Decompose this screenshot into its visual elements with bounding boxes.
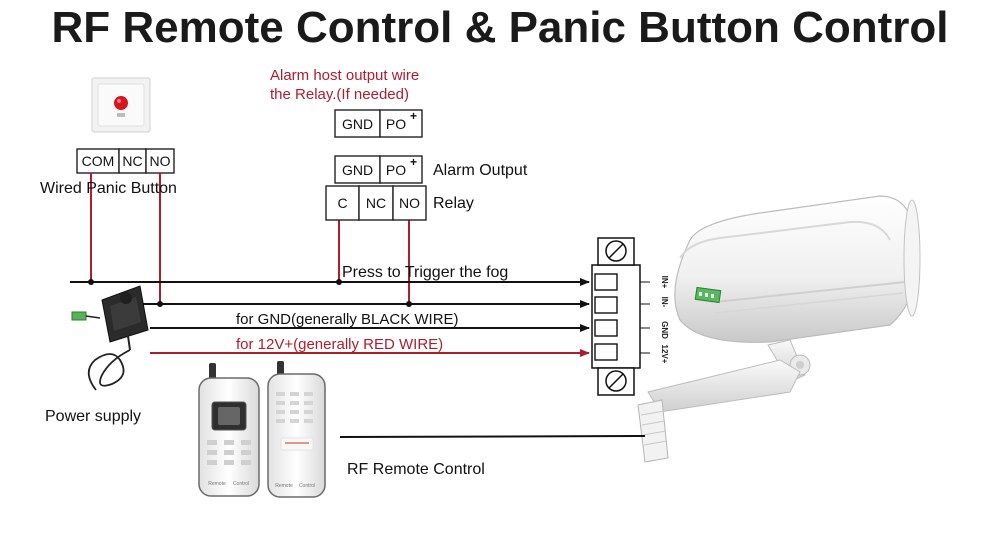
terminal-com-label: COM	[82, 153, 115, 169]
remote-button-label: Remote	[275, 483, 293, 489]
terminal-nc-label: NC	[366, 195, 386, 211]
junction-dot	[88, 279, 94, 285]
terminal-com	[76, 148, 120, 174]
rf-link-line	[339, 435, 646, 438]
rf-remote-icon: Remote Control	[198, 363, 260, 497]
alarm-output-terminal-block: GND PO +	[334, 155, 423, 184]
junction-dot	[157, 301, 163, 307]
terminal-gnd-label: GND	[342, 162, 373, 178]
power-adapter-icon	[71, 285, 149, 391]
plus-sign: +	[410, 155, 417, 169]
relay-label: Relay	[433, 195, 474, 212]
terminal-no-label: NO	[150, 153, 171, 169]
fog-machine-icon	[637, 195, 921, 463]
alarm-host-note-line1: Alarm host output wire	[270, 67, 419, 84]
panic-button-icon	[91, 77, 151, 133]
terminal-nc-label: NC	[122, 153, 142, 169]
connector-icon	[71, 311, 87, 321]
rf-remote-label: RF Remote Control	[347, 461, 485, 478]
panic-button-label: Wired Panic Button	[40, 180, 177, 197]
gnd-wire-label: for GND(generally BLACK WIRE)	[236, 311, 459, 328]
alarm-host-note-line2: the Relay.(If needed)	[270, 86, 409, 103]
side-label-in-plus: IN+	[660, 276, 669, 289]
side-label-12v: 12V+	[660, 345, 669, 364]
remote-button-label: Control	[299, 483, 315, 489]
junction-dot	[406, 301, 412, 307]
terminal-po	[379, 109, 423, 138]
terminal-po-label: PO	[386, 162, 406, 178]
panic-terminal-block: COM NC NO	[76, 148, 175, 174]
plus-sign: +	[410, 109, 417, 123]
terminal-po-label: PO	[386, 116, 406, 132]
alarm-host-terminal-block: GND PO +	[334, 109, 423, 138]
remote-button-label: Remote	[208, 481, 226, 487]
rf-remote-icon: Remote Control	[267, 361, 326, 498]
terminal-no-label: NO	[399, 195, 420, 211]
side-label-in-minus: IN-	[660, 297, 669, 308]
relay-terminal-block: C NC NO	[325, 185, 427, 221]
terminal-po	[379, 155, 423, 184]
junction-dot	[336, 279, 342, 285]
terminal-gnd-label: GND	[342, 116, 373, 132]
terminal-c-label: C	[337, 195, 347, 211]
fog-machine-terminal-block: IN+ IN- GND 12V+	[591, 237, 669, 396]
v12-wire-label: for 12V+(generally RED WIRE)	[236, 336, 443, 353]
terminal-gnd	[334, 109, 381, 138]
terminal-no	[392, 185, 427, 221]
power-supply-label: Power supply	[45, 408, 141, 425]
terminal-nc	[358, 185, 394, 221]
page-title: RF Remote Control & Panic Button Control	[51, 3, 948, 52]
remote-button-label: Control	[233, 481, 249, 487]
trigger-wire-label: Press to Trigger the fog	[342, 264, 508, 281]
terminal-no	[145, 148, 175, 174]
side-label-gnd: GND	[660, 321, 669, 339]
alarm-output-label: Alarm Output	[433, 162, 528, 179]
